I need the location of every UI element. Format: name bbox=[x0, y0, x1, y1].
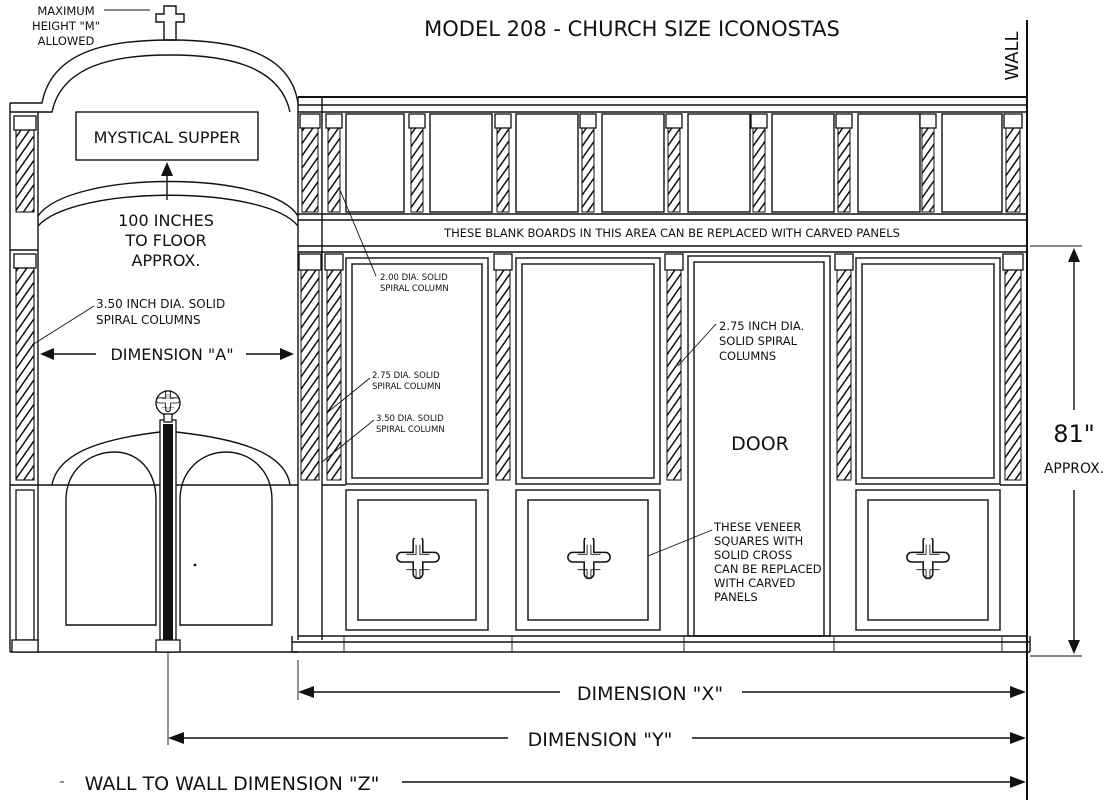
veneer-note-line-6: PANELS bbox=[714, 590, 758, 604]
col-275-right-line-2: SOLID SPIRAL bbox=[719, 334, 798, 348]
door-label: DOOR bbox=[731, 433, 789, 455]
max-height-line-1: MAXIMUM bbox=[37, 4, 94, 18]
height-to-floor-line-1: 100 INCHES bbox=[118, 211, 214, 230]
col-275-right-line-3: COLUMNS bbox=[719, 349, 776, 363]
dimension-a-label: DIMENSION "A" bbox=[110, 345, 233, 364]
veneer-note-line-2: SQUARES WITH bbox=[714, 534, 803, 548]
col-200-line-2: SPIRAL COLUMN bbox=[380, 284, 449, 294]
spiral-350-left-line-2: SPIRAL COLUMNS bbox=[96, 313, 201, 327]
left-section: MYSTICAL SUPPER 100 INCHES TO FLOOR APPR… bbox=[9, 5, 299, 653]
main-section: THESE BLANK BOARDS IN THIS AREA CAN BE R… bbox=[291, 96, 1031, 653]
veneer-cross-icon-3 bbox=[906, 538, 950, 581]
height-81-label: 81" bbox=[1053, 420, 1095, 448]
spiral-350-left-line-1: 3.50 INCH DIA. SOLID bbox=[96, 297, 225, 311]
max-height-line-3: ALLOWED bbox=[38, 34, 95, 48]
dimension-y: DIMENSION "Y" bbox=[168, 729, 1026, 751]
blank-boards-note: THESE BLANK BOARDS IN THIS AREA CAN BE R… bbox=[443, 226, 900, 240]
dimension-x: DIMENSION "X" bbox=[298, 683, 1026, 705]
height-to-floor-line-3: APPROX. bbox=[132, 251, 201, 270]
wall-label: WALL bbox=[1002, 31, 1023, 80]
col-350-small-line-1: 3.50 DIA. SOLID bbox=[376, 414, 444, 424]
dimension-z-label: WALL TO WALL DIMENSION "Z" bbox=[85, 773, 380, 795]
height-81-dimension: 81" APPROX. bbox=[1030, 245, 1104, 657]
col-275-small-line-2: SPIRAL COLUMN bbox=[372, 382, 441, 392]
mystical-supper-label: MYSTICAL SUPPER bbox=[94, 128, 241, 147]
upper-columns bbox=[299, 113, 1023, 213]
veneer-note-line-5: WITH CARVED bbox=[714, 576, 795, 590]
top-cross-icon bbox=[155, 5, 185, 41]
col-350-small-line-2: SPIRAL COLUMN bbox=[376, 425, 445, 435]
col-200-line-1: 2.00 DIA. SOLID bbox=[380, 273, 448, 283]
veneer-note-line-1: THESE VENEER bbox=[713, 520, 801, 534]
max-height-line-2: HEIGHT "M" bbox=[32, 19, 100, 33]
door-cross-icon bbox=[155, 390, 181, 423]
dimension-y-label: DIMENSION "Y" bbox=[528, 729, 673, 751]
lower-columns bbox=[298, 253, 1024, 481]
veneer-note-line-3: SOLID CROSS bbox=[714, 548, 792, 562]
col-275-small-line-1: 2.75 DIA. SOLID bbox=[372, 371, 440, 381]
col-275-right-line-1: 2.75 INCH DIA. bbox=[719, 319, 804, 333]
height-81-approx: APPROX. bbox=[1044, 461, 1104, 477]
drawing-title: MODEL 208 - CHURCH SIZE ICONOSTAS bbox=[424, 17, 840, 41]
dimension-x-label: DIMENSION "X" bbox=[577, 683, 723, 705]
height-to-floor-line-2: TO FLOOR bbox=[124, 231, 206, 250]
dimension-z: WALL TO WALL DIMENSION "Z" bbox=[60, 773, 1026, 795]
veneer-note-line-4: CAN BE REPLACED bbox=[714, 562, 822, 576]
veneer-cross-icon-2 bbox=[567, 538, 611, 581]
veneer-cross-icon-1 bbox=[396, 538, 440, 581]
